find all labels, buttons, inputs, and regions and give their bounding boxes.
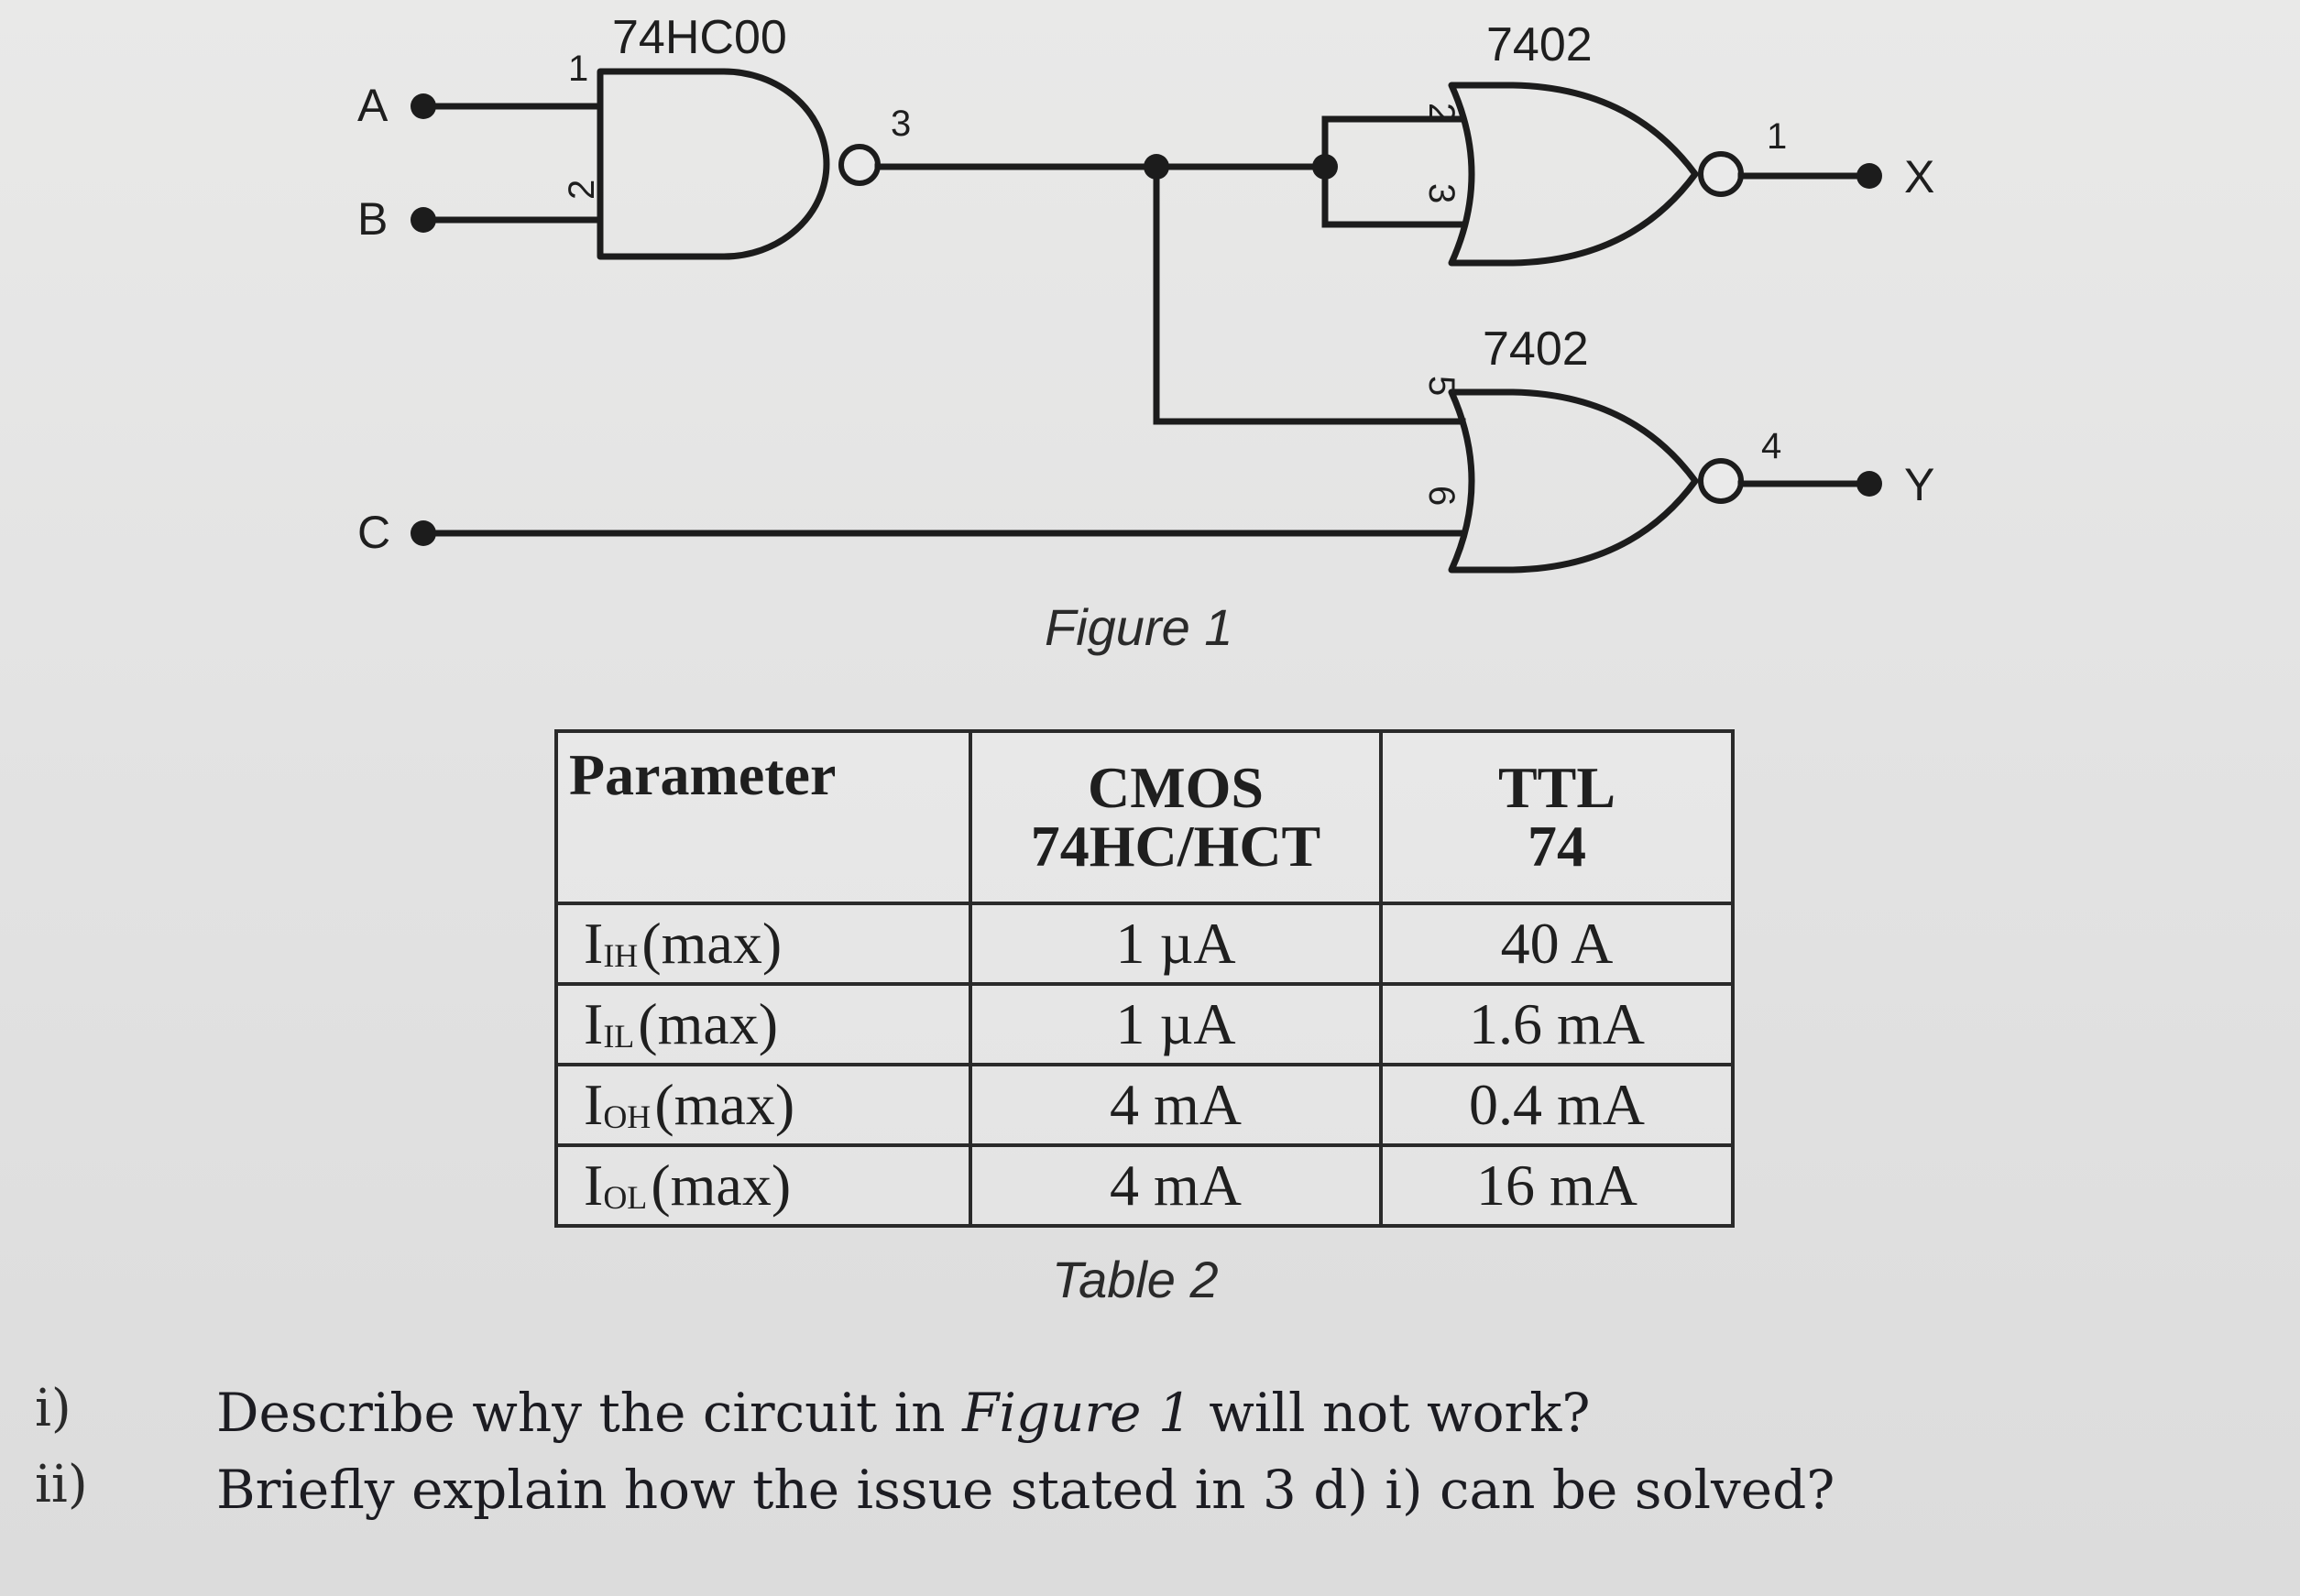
nor-top-pin1: 1 <box>1767 116 1787 157</box>
param-iol: IOL(max) <box>554 1143 972 1228</box>
param-symbol: I <box>584 911 604 976</box>
circuit-figure: A B C 74HC00 1 2 3 X 7402 2 3 1 Y 7402 5… <box>357 11 1934 574</box>
nor-bottom-pin4: 4 <box>1761 426 1781 466</box>
wire-branch-to-nor2 <box>1153 163 1466 425</box>
nand-chip-label: 74HC00 <box>612 11 787 64</box>
param-ioh: IOH(max) <box>554 1063 972 1147</box>
input-c-label: C <box>357 507 390 558</box>
nor-top-output-bubble <box>1698 151 1744 197</box>
nor-gate-bottom <box>1448 388 1699 574</box>
table-row: IIH(max) 1 µA 40 A <box>554 902 1735 986</box>
nor-bottom-output-bubble <box>1698 458 1744 504</box>
param-symbol: I <box>584 991 604 1056</box>
param-symbol: I <box>584 1153 604 1218</box>
output-x-label: X <box>1904 151 1934 202</box>
header-cmos: CMOS 74HC/HCT <box>969 729 1383 905</box>
ttl-iil: 1.6 mA <box>1379 982 1735 1066</box>
nand-gate <box>597 68 830 260</box>
ttl-ioh: 0.4 mA <box>1379 1063 1735 1147</box>
nor-top-pin3: 3 <box>1421 183 1462 203</box>
question-1-before: Describe why the circuit in <box>216 1382 963 1444</box>
param-suffix: (max) <box>638 991 779 1056</box>
question-2-text: Briefly explain how the issue stated in … <box>216 1459 1835 1521</box>
cmos-iih: 1 µA <box>969 902 1383 986</box>
cmos-iol: 4 mA <box>969 1143 1383 1228</box>
table-row: IIL(max) 1 µA 1.6 mA <box>554 982 1735 1066</box>
nand-pin2: 2 <box>562 180 602 200</box>
param-suffix: (max) <box>641 911 783 976</box>
nor-bottom-chip-label: 7402 <box>1483 322 1589 376</box>
param-subscript: IH <box>603 937 639 974</box>
figure-caption: Figure 1 <box>1045 598 1233 656</box>
output-y-terminal <box>1856 471 1882 497</box>
nor-top-chip-label: 7402 <box>1486 18 1593 71</box>
nor-bottom-pin5: 5 <box>1421 376 1462 396</box>
cmos-ioh: 4 mA <box>969 1063 1383 1147</box>
question-1-figure-ref: Figure 1 <box>962 1382 1192 1444</box>
param-subscript: IL <box>603 1018 635 1055</box>
param-iil: IIL(max) <box>554 982 972 1066</box>
param-subscript: OL <box>603 1179 648 1216</box>
question-1-after: will not work? <box>1191 1382 1591 1444</box>
input-b-label: B <box>357 193 388 245</box>
header-ttl-line1: TTL <box>1497 755 1616 820</box>
table-row: IOH(max) 4 mA 0.4 mA <box>554 1063 1735 1147</box>
param-subscript: OH <box>603 1099 652 1135</box>
param-suffix: (max) <box>651 1153 792 1218</box>
question-1-number: i) <box>35 1379 71 1438</box>
header-parameter: Parameter <box>554 729 972 905</box>
cmos-iil: 1 µA <box>969 982 1383 1066</box>
input-a-label: A <box>357 80 389 131</box>
table-row: IOL(max) 4 mA 16 mA <box>554 1143 1735 1228</box>
header-cmos-line2: 74HC/HCT <box>1030 814 1321 879</box>
nor-bottom-pin6: 6 <box>1421 486 1462 506</box>
output-x-terminal <box>1856 163 1882 189</box>
wire-nor1-tied-inputs <box>1321 115 1466 228</box>
ttl-iih: 40 A <box>1379 902 1735 986</box>
header-ttl: TTL 74 <box>1379 729 1735 905</box>
nand-output-bubble <box>838 144 881 186</box>
parameters-table: Parameter CMOS 74HC/HCT TTL 74 IIH(max) … <box>554 729 1735 1228</box>
nor-top-pin2: 2 <box>1421 103 1462 123</box>
nand-pin3: 3 <box>891 104 911 144</box>
nor-gate-top <box>1448 82 1699 267</box>
table-header-row: Parameter CMOS 74HC/HCT TTL 74 <box>554 729 1735 905</box>
param-symbol: I <box>584 1072 604 1137</box>
question-1-text: Describe why the circuit in Figure 1 wil… <box>216 1382 1591 1444</box>
header-ttl-line2: 74 <box>1528 814 1586 879</box>
nand-pin1: 1 <box>568 49 588 89</box>
output-y-label: Y <box>1904 459 1934 510</box>
param-iih: IIH(max) <box>554 902 972 986</box>
header-cmos-line1: CMOS <box>1088 755 1264 820</box>
ttl-iol: 16 mA <box>1379 1143 1735 1228</box>
question-2-number: ii) <box>35 1455 88 1514</box>
table-caption: Table 2 <box>1052 1251 1219 1308</box>
param-suffix: (max) <box>654 1072 795 1137</box>
